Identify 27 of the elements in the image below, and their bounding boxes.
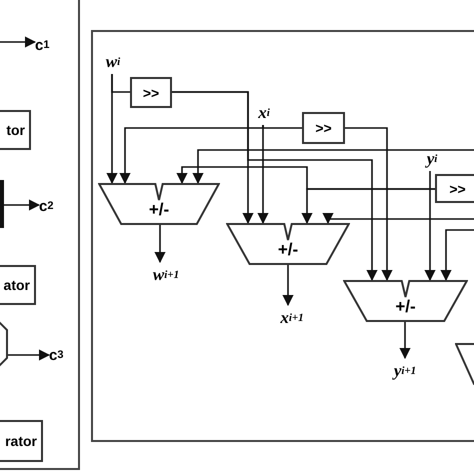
arrow (4, 199, 40, 211)
adder-subtractor-symbol: +/- (226, 223, 350, 265)
arrow (301, 188, 435, 224)
generator-box: ator (0, 265, 36, 305)
arrow (0, 36, 36, 48)
arrow (322, 212, 474, 224)
adder-subtractor-symbol: +/- (343, 280, 468, 322)
arrow (424, 171, 436, 282)
arrow (399, 322, 411, 360)
generator-box: rator (0, 420, 43, 462)
arrow (282, 265, 294, 306)
arrow (119, 125, 264, 184)
shift-box: >> (302, 112, 345, 144)
arrow (8, 349, 50, 361)
adder-subtractor-symbol: +/- (98, 183, 220, 225)
wire (262, 125, 302, 129)
arrow (192, 149, 474, 184)
generator-box: tor (0, 110, 31, 150)
wire (111, 74, 130, 93)
arrow (154, 225, 166, 264)
arrow (172, 91, 378, 282)
register-bar (0, 180, 4, 228)
arrow (440, 229, 474, 282)
panel-frame (0, 0, 80, 470)
shift-box: >> (435, 174, 474, 203)
arrow (345, 127, 393, 282)
shift-box: >> (130, 77, 172, 108)
